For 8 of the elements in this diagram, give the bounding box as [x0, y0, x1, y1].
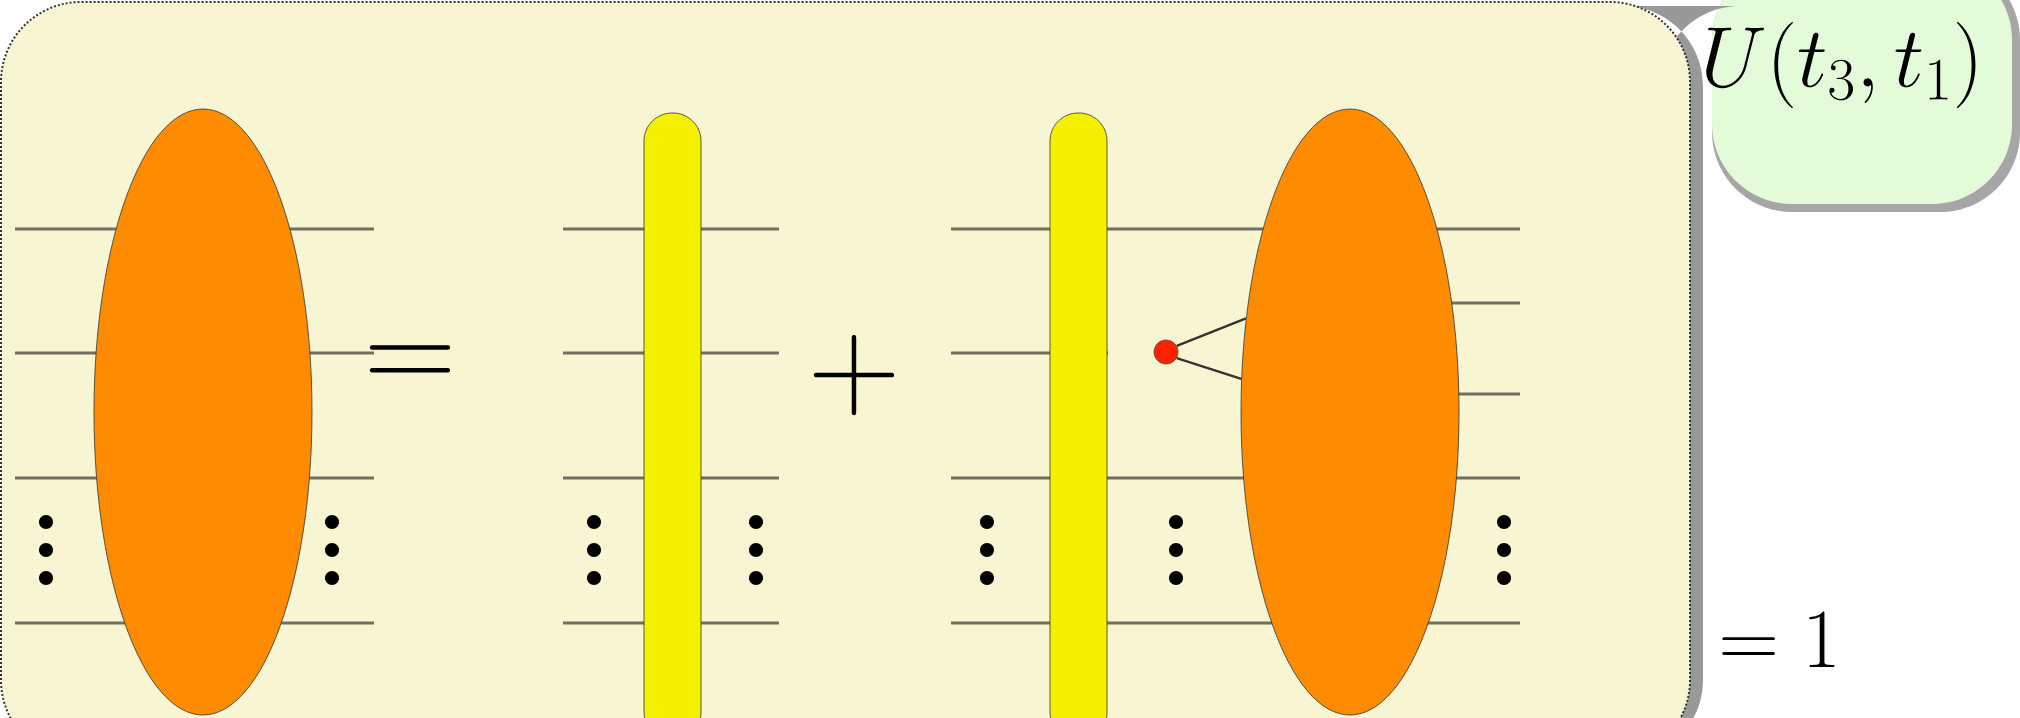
vertex-dot — [1153, 339, 1179, 365]
propagator-line — [1176, 357, 1242, 380]
propagator-line — [1176, 317, 1247, 347]
blob-ellipse — [1240, 108, 1460, 716]
formula-box: $U(t_3,t_1)$ — [1706, 0, 2020, 212]
equals-sign: $=$ — [369, 345, 451, 373]
equation-text: $= 1$ — [1722, 611, 1835, 668]
plus-sign: $+$ — [813, 334, 895, 416]
